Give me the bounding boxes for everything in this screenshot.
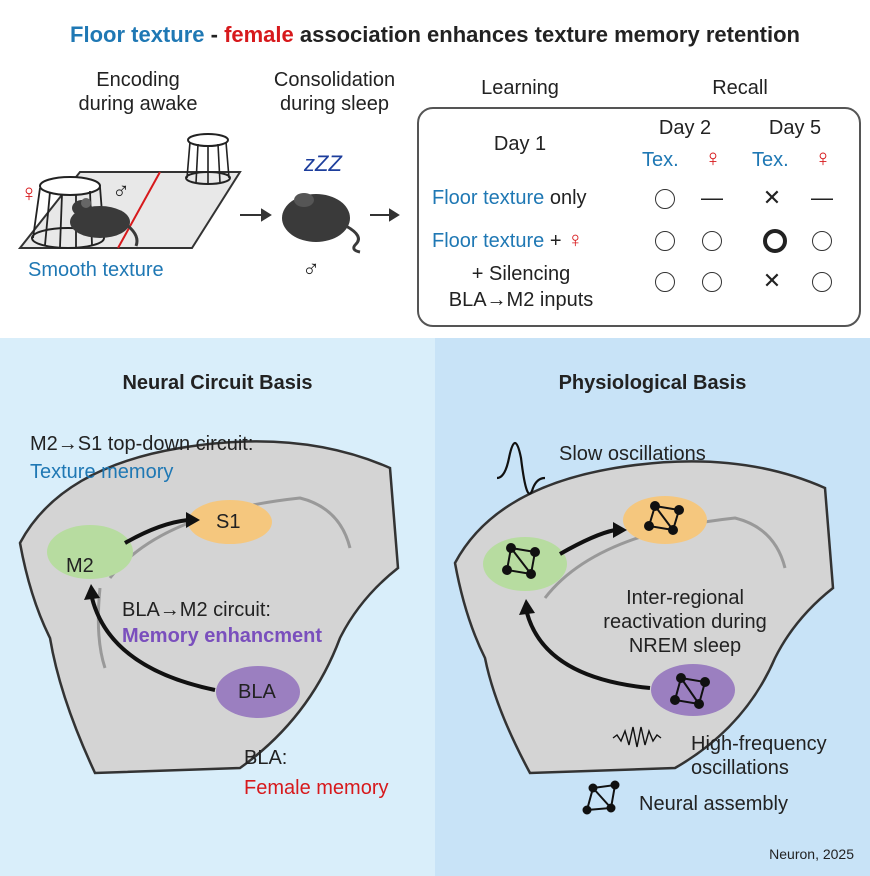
arrow-m2-s1-right-icon <box>613 522 627 538</box>
neural-circuit-title: Neural Circuit Basis <box>122 372 313 394</box>
arrow-m2-s1-icon <box>186 512 200 528</box>
slow-oscillations-label: Slow oscillations <box>559 443 706 465</box>
row2-female: ♀ <box>567 227 584 252</box>
row1-label: Floor texture only <box>432 186 587 210</box>
day2-label: Day 2 <box>658 117 712 139</box>
bla-label: BLA <box>238 681 276 703</box>
circuit2-label: BLA→M2 circuit: <box>122 599 271 621</box>
female-symbol-arena: ♀ <box>20 180 38 207</box>
row3-line2: BLA→M2 inputs <box>448 289 594 311</box>
circuit1-sub: Texture memory <box>30 461 174 483</box>
mark-r2-day5-tex <box>763 229 787 253</box>
m2-region <box>47 525 133 579</box>
mark-r2-day2-tex <box>655 231 675 251</box>
hfo-icon <box>612 726 662 748</box>
mark-r1-day2-female: — <box>701 185 723 210</box>
results-table <box>417 107 861 327</box>
brain-sagittal-left <box>18 440 400 775</box>
circuit2-sub: Memory enhancment <box>122 625 323 647</box>
circuit1-label: M2→S1 top-down circuit: <box>30 433 254 455</box>
bla-sub: Female memory <box>244 777 389 799</box>
mark-r1-day5-female: — <box>811 185 833 210</box>
arrow-bla-m2-right-icon <box>519 599 535 615</box>
arrow-right-icon-2 <box>370 208 400 222</box>
title-separator: - <box>204 22 225 47</box>
assembly-bla-icon <box>670 673 710 709</box>
hfo-label: High-frequency oscillations <box>691 733 827 779</box>
reactivation-label: Inter-regional reactivation during NREM … <box>603 587 767 657</box>
mark-r3-day2-tex <box>655 272 675 292</box>
neural-circuit-panel: Neural Circuit Basis M2→S1 top-down circ… <box>0 338 435 876</box>
right-cage-icon <box>185 133 231 185</box>
slow-oscillation-icon <box>496 441 546 495</box>
neural-assembly-legend-icon <box>582 780 620 815</box>
consolidation-label: Consolidation during sleep <box>273 69 396 115</box>
male-symbol-arena: ♂ <box>112 178 130 205</box>
mouse-icon <box>70 198 139 247</box>
physiological-title: Physiological Basis <box>558 372 747 394</box>
m2-label: M2 <box>66 555 94 577</box>
s1-label: S1 <box>216 511 241 533</box>
arrow-bla-m2-icon <box>84 584 100 600</box>
top-panel: Floor texture - female association enhan… <box>0 0 870 338</box>
row1-blue: Floor texture <box>432 187 545 209</box>
s1-region <box>188 500 272 544</box>
day1-label: Day 1 <box>493 133 547 155</box>
day2-tex: Tex. <box>642 149 679 171</box>
brain-sagittal-right <box>453 441 835 815</box>
assembly-m2-icon <box>502 543 540 579</box>
day5-tex: Tex. <box>752 149 789 171</box>
mark-r1-day2-tex <box>655 189 675 209</box>
day5-female: ♀ <box>814 145 832 172</box>
row1-rest: only <box>544 187 587 209</box>
figure-title: Floor texture - female association enhan… <box>0 22 870 48</box>
row3-line1: + Silencing <box>471 263 571 285</box>
row2-label: Floor texture + ♀ <box>432 228 584 253</box>
mark-r3-day5-tex: ✕ <box>762 268 782 293</box>
sleeping-mouse-icon <box>282 193 361 254</box>
row2-blue: Floor texture <box>432 230 545 252</box>
assembly-s1-icon <box>644 501 684 535</box>
encoding-label: Encoding during awake <box>78 69 198 115</box>
title-female: female <box>224 22 294 47</box>
mark-r2-day5-female <box>812 231 832 251</box>
row2-rest: + <box>544 230 568 252</box>
smooth-texture-label: Smooth texture <box>28 259 164 281</box>
bla-caption: BLA: <box>244 747 288 769</box>
mark-r1-day5-tex: ✕ <box>762 185 782 210</box>
physiological-panel: Physiological Basis Slow oscillations In… <box>435 338 870 876</box>
mark-r3-day5-female <box>812 272 832 292</box>
m2-assembly-region <box>483 537 567 591</box>
arrow-right-icon <box>240 208 272 222</box>
title-floor-texture: Floor texture <box>70 22 205 47</box>
day2-female: ♀ <box>704 145 722 172</box>
mark-r2-day2-female <box>702 231 722 251</box>
title-rest: association enhances texture memory rete… <box>293 22 800 47</box>
recall-header: Recall <box>712 77 768 99</box>
learning-header: Learning <box>481 77 559 99</box>
bla-assembly-region <box>651 664 735 716</box>
arena-illustration <box>17 133 400 254</box>
day5-label: Day 5 <box>768 117 822 139</box>
zzz-icon: zZZ <box>304 151 342 176</box>
bla-region <box>216 666 300 718</box>
mark-r3-day2-female <box>702 272 722 292</box>
neural-assembly-label: Neural assembly <box>639 793 788 815</box>
male-symbol-sleep: ♂ <box>302 256 320 283</box>
citation: Neuron, 2025 <box>769 846 854 862</box>
